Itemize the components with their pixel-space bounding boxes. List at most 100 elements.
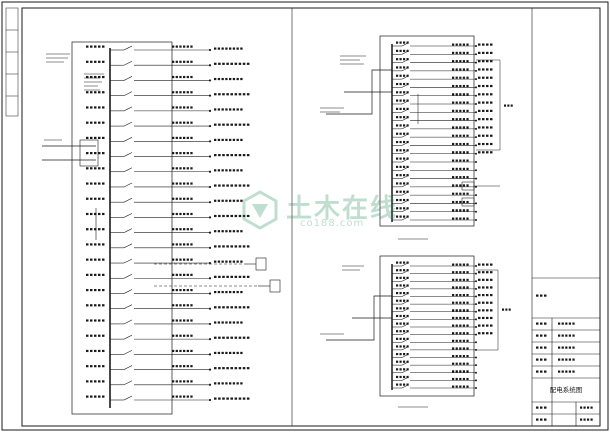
right-top-circuit-row	[392, 157, 477, 163]
right-bottom-circuit-row	[392, 261, 493, 267]
circuit-terminal	[475, 78, 477, 81]
right-bottom-circuit-row	[392, 375, 477, 382]
right-top-circuit-row	[392, 66, 493, 72]
left-circuit-row	[86, 197, 243, 204]
right-top-circuit-row	[392, 91, 493, 97]
circuit-terminal	[208, 383, 212, 386]
right-top-circuit-row	[392, 58, 493, 64]
circuit-terminal	[475, 341, 477, 344]
circuit-breaker-symbol	[123, 350, 133, 355]
circuit-terminal	[475, 371, 477, 374]
left-circuit-row	[86, 243, 250, 249]
right-top-circuit-row	[392, 116, 493, 122]
left-outgoing-circuits	[86, 45, 281, 402]
circuit-terminal	[208, 140, 212, 143]
right-bottom-circuit-row	[392, 284, 493, 290]
right-top-incoming-notes	[320, 55, 366, 113]
circuit-breaker-symbol	[123, 167, 133, 173]
left-special-circuits	[95, 208, 281, 293]
circuit-terminal	[208, 155, 212, 158]
circuit-breaker-symbol	[123, 182, 133, 188]
circuit-breaker-symbol	[123, 197, 133, 203]
right-top-circuit-row	[392, 99, 493, 105]
circuit-breaker-symbol	[123, 319, 133, 325]
right-top-extras	[417, 59, 513, 207]
circuit-terminal	[475, 53, 477, 56]
right-bottom-circuit-row	[392, 337, 477, 344]
left-panel-enclosure	[71, 41, 173, 415]
circuit-breaker-symbol	[123, 152, 133, 157]
right-bottom-circuit-row	[392, 368, 477, 374]
circuit-terminal	[475, 287, 477, 290]
circuit-terminal	[475, 272, 477, 275]
left-distribution-panel	[42, 41, 281, 415]
circuit-terminal	[208, 201, 212, 204]
circuit-terminal	[475, 326, 477, 328]
right-bottom-circuit-row	[392, 269, 493, 275]
right-bottom-circuit-row	[392, 276, 493, 283]
group-bracket	[476, 59, 501, 151]
right-bottom-circuit-row	[392, 307, 493, 313]
circuit-breaker-symbol	[123, 228, 133, 233]
circuit-terminal	[475, 111, 477, 114]
circuit-terminal	[475, 280, 477, 283]
right-bottom-outgoing-circuits	[392, 261, 511, 389]
right-top-circuit-row	[392, 82, 493, 89]
circuit-terminal	[208, 277, 212, 280]
circuit-terminal	[475, 318, 477, 321]
right-top-circuit-row	[392, 132, 493, 139]
left-circuit-row	[86, 273, 250, 280]
circuit-terminal	[475, 94, 477, 97]
circuit-terminal	[208, 307, 212, 310]
right-top-circuit-row	[392, 149, 493, 155]
circuit-terminal	[208, 185, 212, 189]
circuit-breaker-symbol	[123, 106, 133, 112]
left-circuit-row	[86, 288, 243, 295]
group-bracket	[476, 269, 499, 351]
left-circuit-row	[86, 228, 243, 234]
right-top-circuit-row	[392, 215, 477, 221]
circuit-breaker-symbol	[123, 137, 133, 142]
circuit-terminal	[475, 61, 477, 64]
circuit-terminal	[475, 69, 477, 72]
circuit-terminal	[475, 144, 477, 147]
right-bottom-incoming-cable	[326, 295, 392, 341]
right-top-circuit-row	[392, 190, 477, 197]
right-top-outgoing-circuits	[392, 41, 513, 221]
right-top-distribution-panel	[320, 35, 513, 240]
left-circuit-row	[86, 91, 250, 97]
right-top-circuit-row	[392, 174, 477, 180]
circuit-terminal	[475, 103, 477, 105]
circuit-breaker-symbol	[123, 243, 133, 249]
right-bottom-circuit-row	[392, 314, 493, 321]
circuit-terminal	[208, 338, 212, 341]
binding-strip	[5, 7, 19, 117]
sheet-inner-border	[21, 7, 601, 427]
circuit-terminal	[475, 295, 477, 298]
left-circuit-row	[86, 380, 243, 386]
circuit-terminal	[475, 119, 477, 122]
circuit-terminal	[475, 152, 477, 155]
right-bottom-circuit-row	[392, 330, 493, 336]
circuit-terminal	[475, 364, 477, 367]
circuit-breaker-symbol	[123, 91, 133, 96]
right-bottom-panel-enclosure	[379, 255, 475, 397]
circuit-breaker-symbol	[123, 395, 133, 401]
left-circuit-row	[86, 60, 250, 67]
circuit-breaker-symbol	[123, 304, 133, 309]
right-top-circuit-row	[392, 124, 493, 130]
left-circuit-row	[86, 319, 243, 326]
circuit-breaker-symbol	[123, 365, 133, 370]
circuit-terminal	[475, 219, 477, 221]
circuit-terminal	[475, 356, 477, 359]
circuit-terminal	[208, 231, 212, 234]
right-top-circuit-row	[392, 140, 493, 147]
right-top-circuit-row	[392, 74, 493, 81]
right-bottom-distribution-panel	[320, 255, 511, 408]
circuit-terminal	[208, 124, 212, 128]
right-bottom-circuit-row	[392, 322, 493, 328]
circuit-terminal	[475, 161, 477, 163]
circuit-terminal	[208, 322, 212, 326]
